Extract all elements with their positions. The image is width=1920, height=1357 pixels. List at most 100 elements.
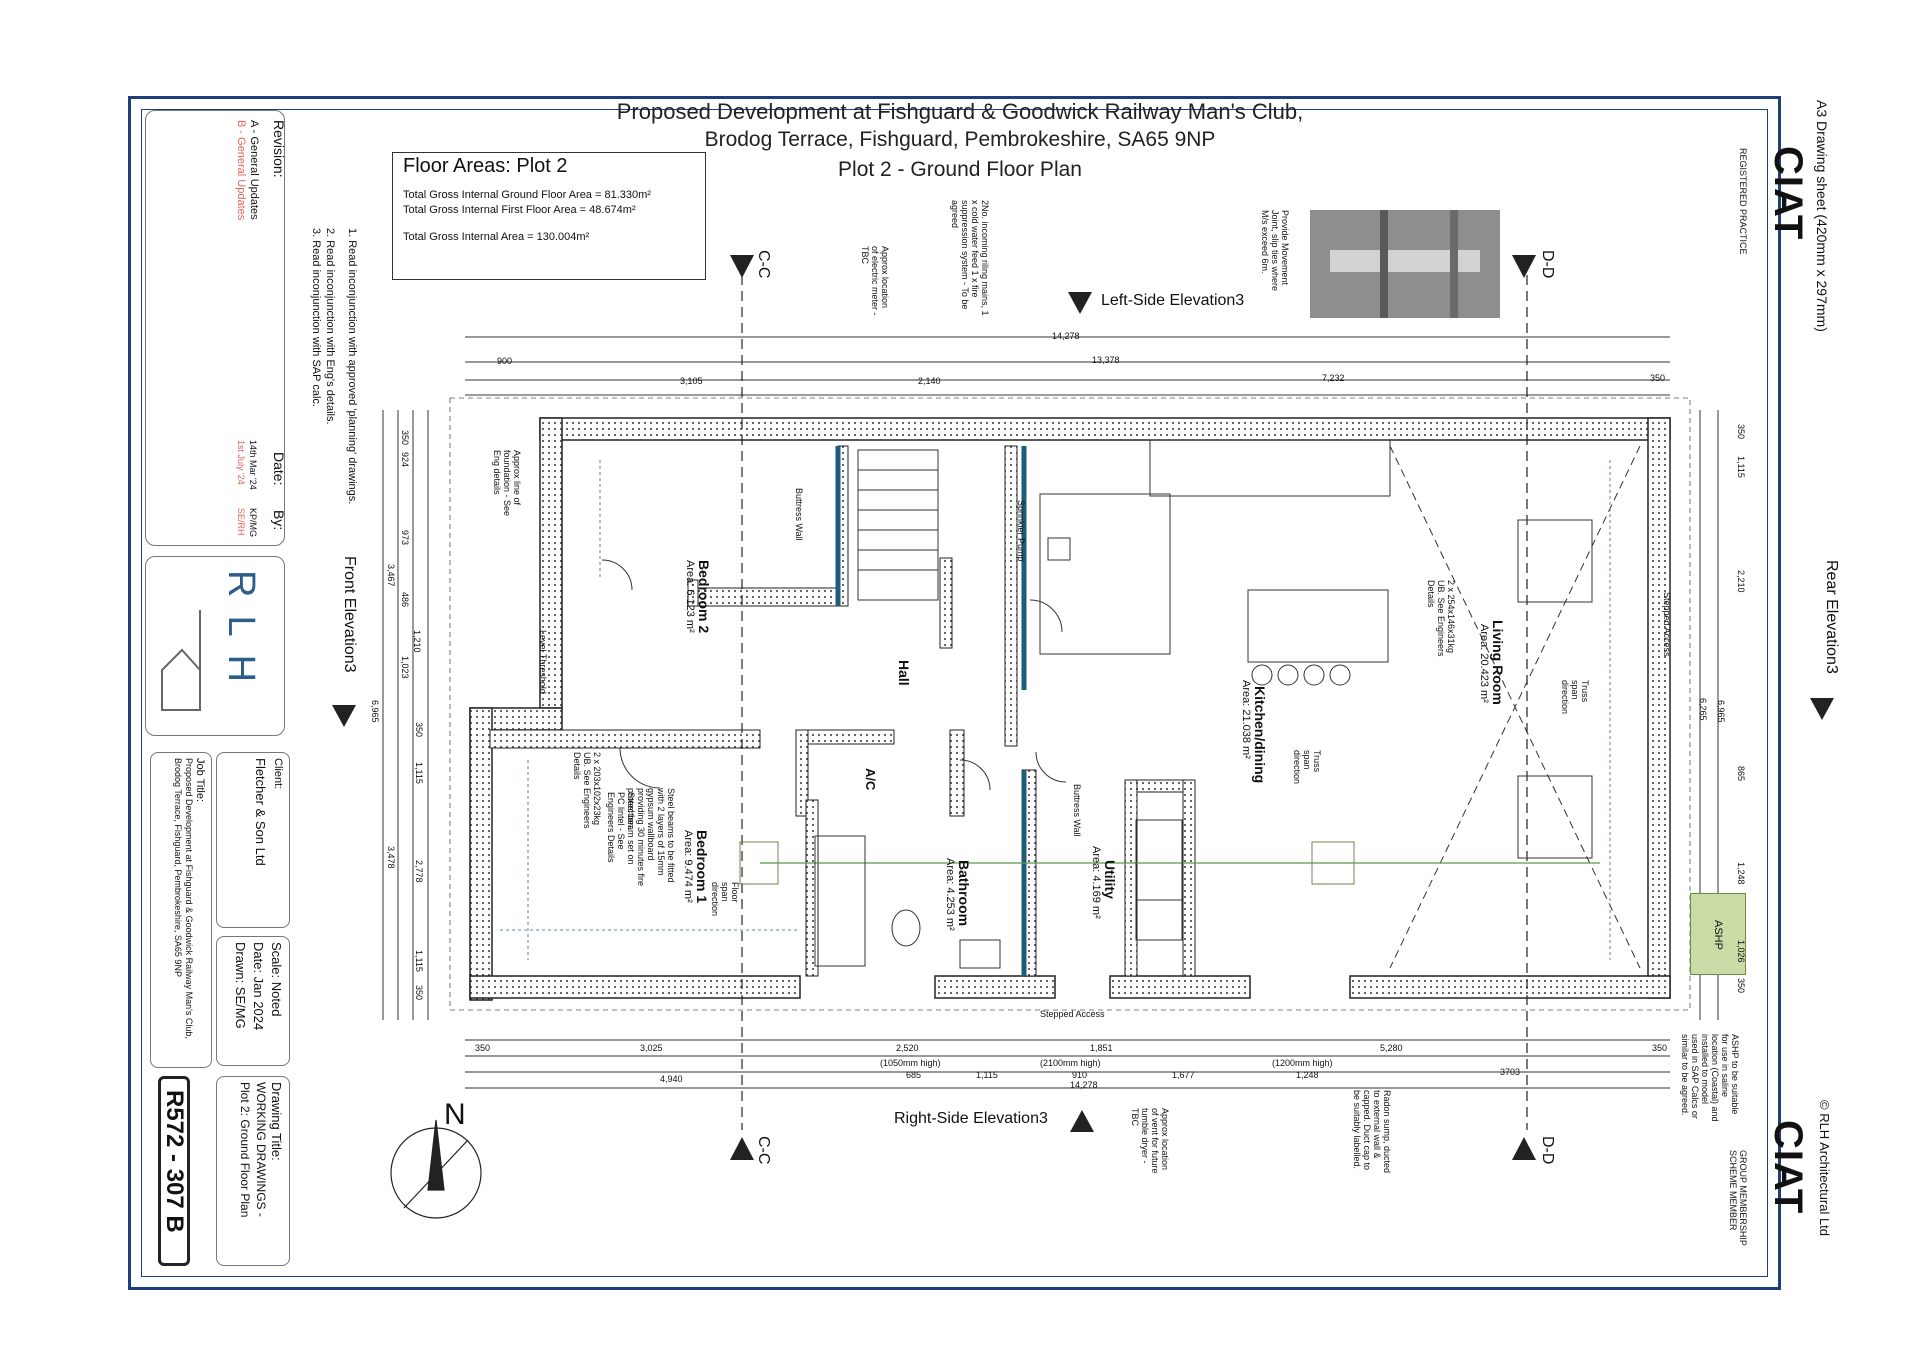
dim-left-973: 973 <box>400 530 410 546</box>
note-steel-ub-bedroom: 2 x 203x102x23kg UB. See Engineers Detai… <box>572 752 602 829</box>
dim-bottom-3025: 3,025 <box>640 1043 663 1053</box>
dim-left-1115-b: 1,115 <box>414 950 424 972</box>
note-movement-joint: Provide Movement Joint, slip ties where … <box>1260 210 1290 292</box>
header-line-1: Proposed Development at Fishguard & Good… <box>616 99 1304 124</box>
dim-bottom-height-2: (2100mm high) <box>1040 1058 1101 1068</box>
dim-right-1248: 1,248 <box>1736 862 1746 885</box>
room-ac-name: A/C <box>863 768 878 791</box>
dim-left-3467: 3,467 <box>386 564 396 587</box>
dim-top-3105: 3,105 <box>680 376 703 386</box>
dim-bottom-overall: 14,278 <box>1070 1080 1098 1090</box>
left-dimensions <box>382 410 429 1020</box>
floor-area-first: Total Gross Internal First Floor Area = … <box>403 204 636 216</box>
dim-top-internal: 13,378 <box>1092 355 1120 365</box>
note-incoming-mains: 2No. incoming riling mains, 1 x cold wat… <box>950 200 990 316</box>
room-bedroom1-area: Area: 9.474 m² <box>682 830 694 903</box>
dim-right-1026: 1,026 <box>1736 940 1746 963</box>
dim-bottom-685: 685 <box>906 1070 922 1080</box>
note-floor-span: Floor span direction <box>710 882 740 917</box>
dim-bottom-350-end: 350 <box>1652 1043 1668 1053</box>
dim-left-overall: 6,965 <box>370 700 380 723</box>
room-bedroom1-name: Bedroom 1 <box>694 830 710 904</box>
note-buttress-wall-2: Buttress Wall <box>1072 784 1082 837</box>
internal-walls <box>687 445 1196 977</box>
header-line-2: Brodog Terrace, Fishguard, Pembrokeshire… <box>704 128 1216 151</box>
floor-areas-title: Floor Areas: Plot 2 <box>403 155 568 177</box>
dim-bottom-4940: 4,940 <box>660 1074 683 1084</box>
note-truss-span-2: Truss span direction <box>1292 750 1322 785</box>
dim-bottom-height-1: (1050mm high) <box>880 1058 941 1068</box>
note-steel-beam-lintel: Steel beam set on PC lintel - See Engine… <box>606 792 636 865</box>
movement-joint-photo <box>1310 210 1500 318</box>
staircase <box>857 449 939 601</box>
dim-left-350: 350 <box>400 430 410 446</box>
dim-bottom-1115: 1,115 <box>976 1070 998 1080</box>
note-radon-sump: Radon sump, ducted to external wall & ca… <box>1352 1090 1392 1174</box>
dim-right-2210: 2,210 <box>1736 570 1746 593</box>
drawing-title-box <box>216 1076 290 1266</box>
dim-right-350-b: 350 <box>1736 978 1746 994</box>
floor-area-total: Total Gross Internal Area = 130.004m² <box>403 231 590 243</box>
section-lines <box>741 275 1528 1130</box>
dim-bottom-2520: 2,520 <box>896 1043 919 1053</box>
logo-box <box>145 556 285 736</box>
room-utility-area: Area: 4.169 m² <box>1090 846 1102 919</box>
section-d-top: D-D <box>1539 250 1556 279</box>
dim-top-overall: 14,278 <box>1052 331 1080 341</box>
dim-bottom-3703: 3703 <box>1500 1067 1521 1077</box>
note-foundation-line: Approx line of foundation - See Eng deta… <box>492 450 522 517</box>
floor-area-ground: Total Gross Internal Ground Floor Area =… <box>403 189 651 201</box>
dim-left-2778: 2,778 <box>414 860 424 883</box>
utility-fittings <box>1135 819 1183 941</box>
room-hall-name: Hall <box>896 660 912 686</box>
note-electric-meter: Approx location of electric meter - TBC <box>860 246 890 316</box>
dim-bottom-1248: 1,248 <box>1296 1070 1319 1080</box>
truss-lines <box>1389 445 1641 969</box>
left-side-elevation-label: Left-Side Elevation3 <box>1101 292 1245 309</box>
dim-left-1115: 1,115 <box>414 762 424 784</box>
room-kitchen-area: Area: 21.038 m² <box>1240 680 1252 759</box>
dim-left-924: 924 <box>400 452 410 468</box>
foundation-line <box>449 397 1691 1011</box>
bathroom-fittings <box>814 835 1001 969</box>
floor-areas-box: Floor Areas: Plot 2 Total Gross Internal… <box>392 152 706 280</box>
dim-right-1115: 1,115 <box>1736 456 1746 478</box>
room-kitchen-name: Kitchen/dining <box>1252 686 1268 784</box>
dim-left-350-b: 350 <box>414 722 424 738</box>
note-ashp: ASHP to be suitable for use in saline lo… <box>1680 1034 1740 1122</box>
revision-box <box>145 110 285 546</box>
dim-top-900: 900 <box>497 356 513 366</box>
dim-left-1210: 1,210 <box>412 630 422 653</box>
bottom-dimensions <box>465 1039 1670 1089</box>
front-elevation-label: Front Elevation3 <box>341 556 358 673</box>
dim-top-350: 350 <box>1650 373 1666 383</box>
client-box <box>216 752 290 928</box>
room-utility-name: Utility <box>1102 860 1118 899</box>
dim-bottom-1851: 1,851 <box>1090 1043 1113 1053</box>
dim-right-865: 865 <box>1736 766 1746 782</box>
ashp-label: ASHP <box>1712 920 1724 950</box>
top-dimensions <box>465 336 1670 396</box>
drawing-sheet-inner-border <box>141 109 1768 1277</box>
dim-left-1023: 1,023 <box>400 656 410 679</box>
dim-top-7232: 7,232 <box>1322 373 1345 383</box>
right-side-elevation-label: Right-Side Elevation3 <box>894 1110 1048 1127</box>
internal-dimension-lines <box>500 460 1611 960</box>
room-bedroom2-name: Bedroom 2 <box>696 560 712 634</box>
dim-left-3478: 3,478 <box>386 846 396 869</box>
north-label: N <box>444 1098 466 1131</box>
rear-elevation-label: Rear Elevation3 <box>1823 560 1840 674</box>
scale-box <box>216 936 290 1066</box>
dim-left-350-c: 350 <box>414 985 424 1001</box>
north-arrow <box>390 1119 482 1219</box>
dim-top-2140: 2,140 <box>918 376 941 386</box>
note-level-threshold: Level Threshold <box>538 630 548 694</box>
note-steel-ub-living: 2 x 254x146x31kg UB. See Engineers Detai… <box>1426 580 1456 657</box>
room-living-name: Living Room <box>1490 620 1506 705</box>
header-line-3: Plot 2 - Ground Floor Plan <box>838 158 1082 181</box>
room-living-area: Area: 20.423 m² <box>1478 624 1490 703</box>
dim-bottom-350: 350 <box>475 1043 491 1053</box>
door-swings <box>601 559 1067 791</box>
room-bedroom2-area: Area: 6.123 m² <box>684 560 696 633</box>
